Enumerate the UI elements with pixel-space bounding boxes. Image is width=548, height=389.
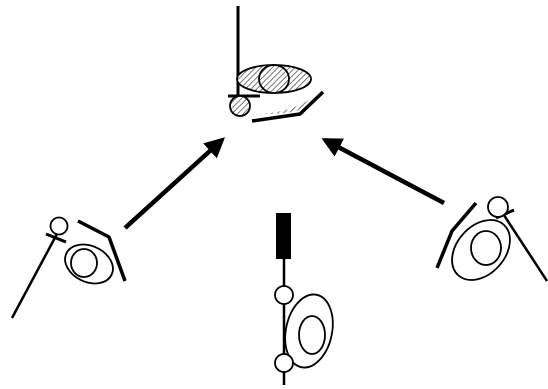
arrow-up-left-icon <box>325 140 444 203</box>
right-inner-ellipse <box>471 231 501 265</box>
figure-top <box>228 6 323 121</box>
arrow-up-right-icon <box>125 140 222 228</box>
figure-right <box>437 197 547 291</box>
right-head-circle <box>488 197 508 217</box>
figure-middle <box>275 213 339 385</box>
left-inner-ellipse <box>71 249 97 277</box>
middle-head-circle-top <box>275 286 293 304</box>
top-ski-bracket <box>252 92 323 121</box>
left-pole-line <box>12 232 58 318</box>
top-head-circle <box>230 96 250 116</box>
middle-head-circle-bottom <box>275 354 293 372</box>
figure-left <box>12 218 125 319</box>
middle-black-bar <box>276 213 291 259</box>
top-hatched-outer-ellipse <box>237 65 311 93</box>
left-head-circle <box>51 218 68 235</box>
middle-inner-ellipse <box>299 316 325 354</box>
